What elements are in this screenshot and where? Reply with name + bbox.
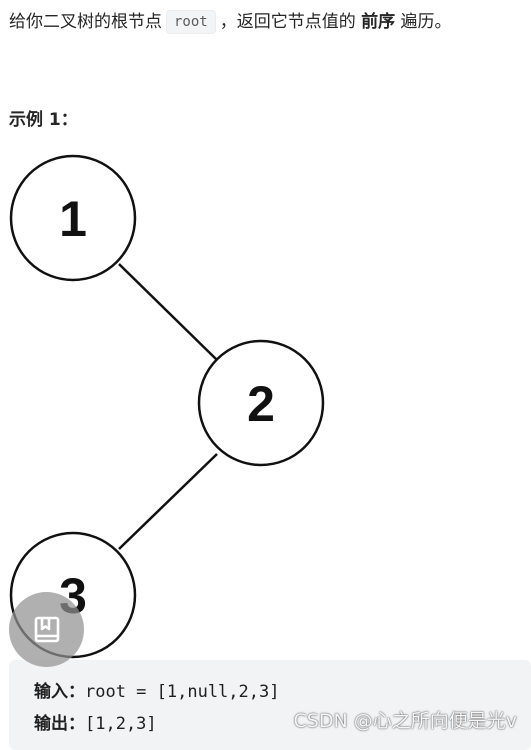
bookmark-floating-button[interactable] xyxy=(9,592,84,667)
description-suffix: 遍历。 xyxy=(400,12,452,32)
tree-node-label-2: 2 xyxy=(247,376,275,432)
tree-node-1: 1 xyxy=(9,154,137,282)
tree-edge-1-2 xyxy=(118,263,218,361)
tree-node-label-1: 1 xyxy=(59,191,87,247)
output-label: 输出： xyxy=(34,714,85,734)
binary-tree-diagram: 1 2 3 xyxy=(9,154,325,659)
description-prefix: 给你二叉树的根节点 xyxy=(9,12,162,32)
csdn-watermark: CSDN @心之所向便是光v xyxy=(293,710,517,732)
tree-edge-2-3 xyxy=(118,453,218,550)
tree-node-2: 2 xyxy=(197,339,325,467)
description-middle: ，返回它节点值的 xyxy=(219,12,356,32)
output-value: [1,2,3] xyxy=(85,714,157,734)
input-value: root = [1,null,2,3] xyxy=(85,682,280,702)
output-line: 输出：[1,2,3] xyxy=(34,712,157,736)
input-label: 输入： xyxy=(34,682,85,702)
inline-code-root: root xyxy=(166,10,216,34)
example-heading: 示例 1： xyxy=(9,110,78,130)
description-emphasis: 前序 xyxy=(361,12,396,32)
bookmark-book-icon xyxy=(34,616,59,642)
input-line: 输入：root = [1,null,2,3] xyxy=(34,680,279,704)
example-code-block: 输入：root = [1,null,2,3] 输出：[1,2,3] xyxy=(9,660,531,750)
